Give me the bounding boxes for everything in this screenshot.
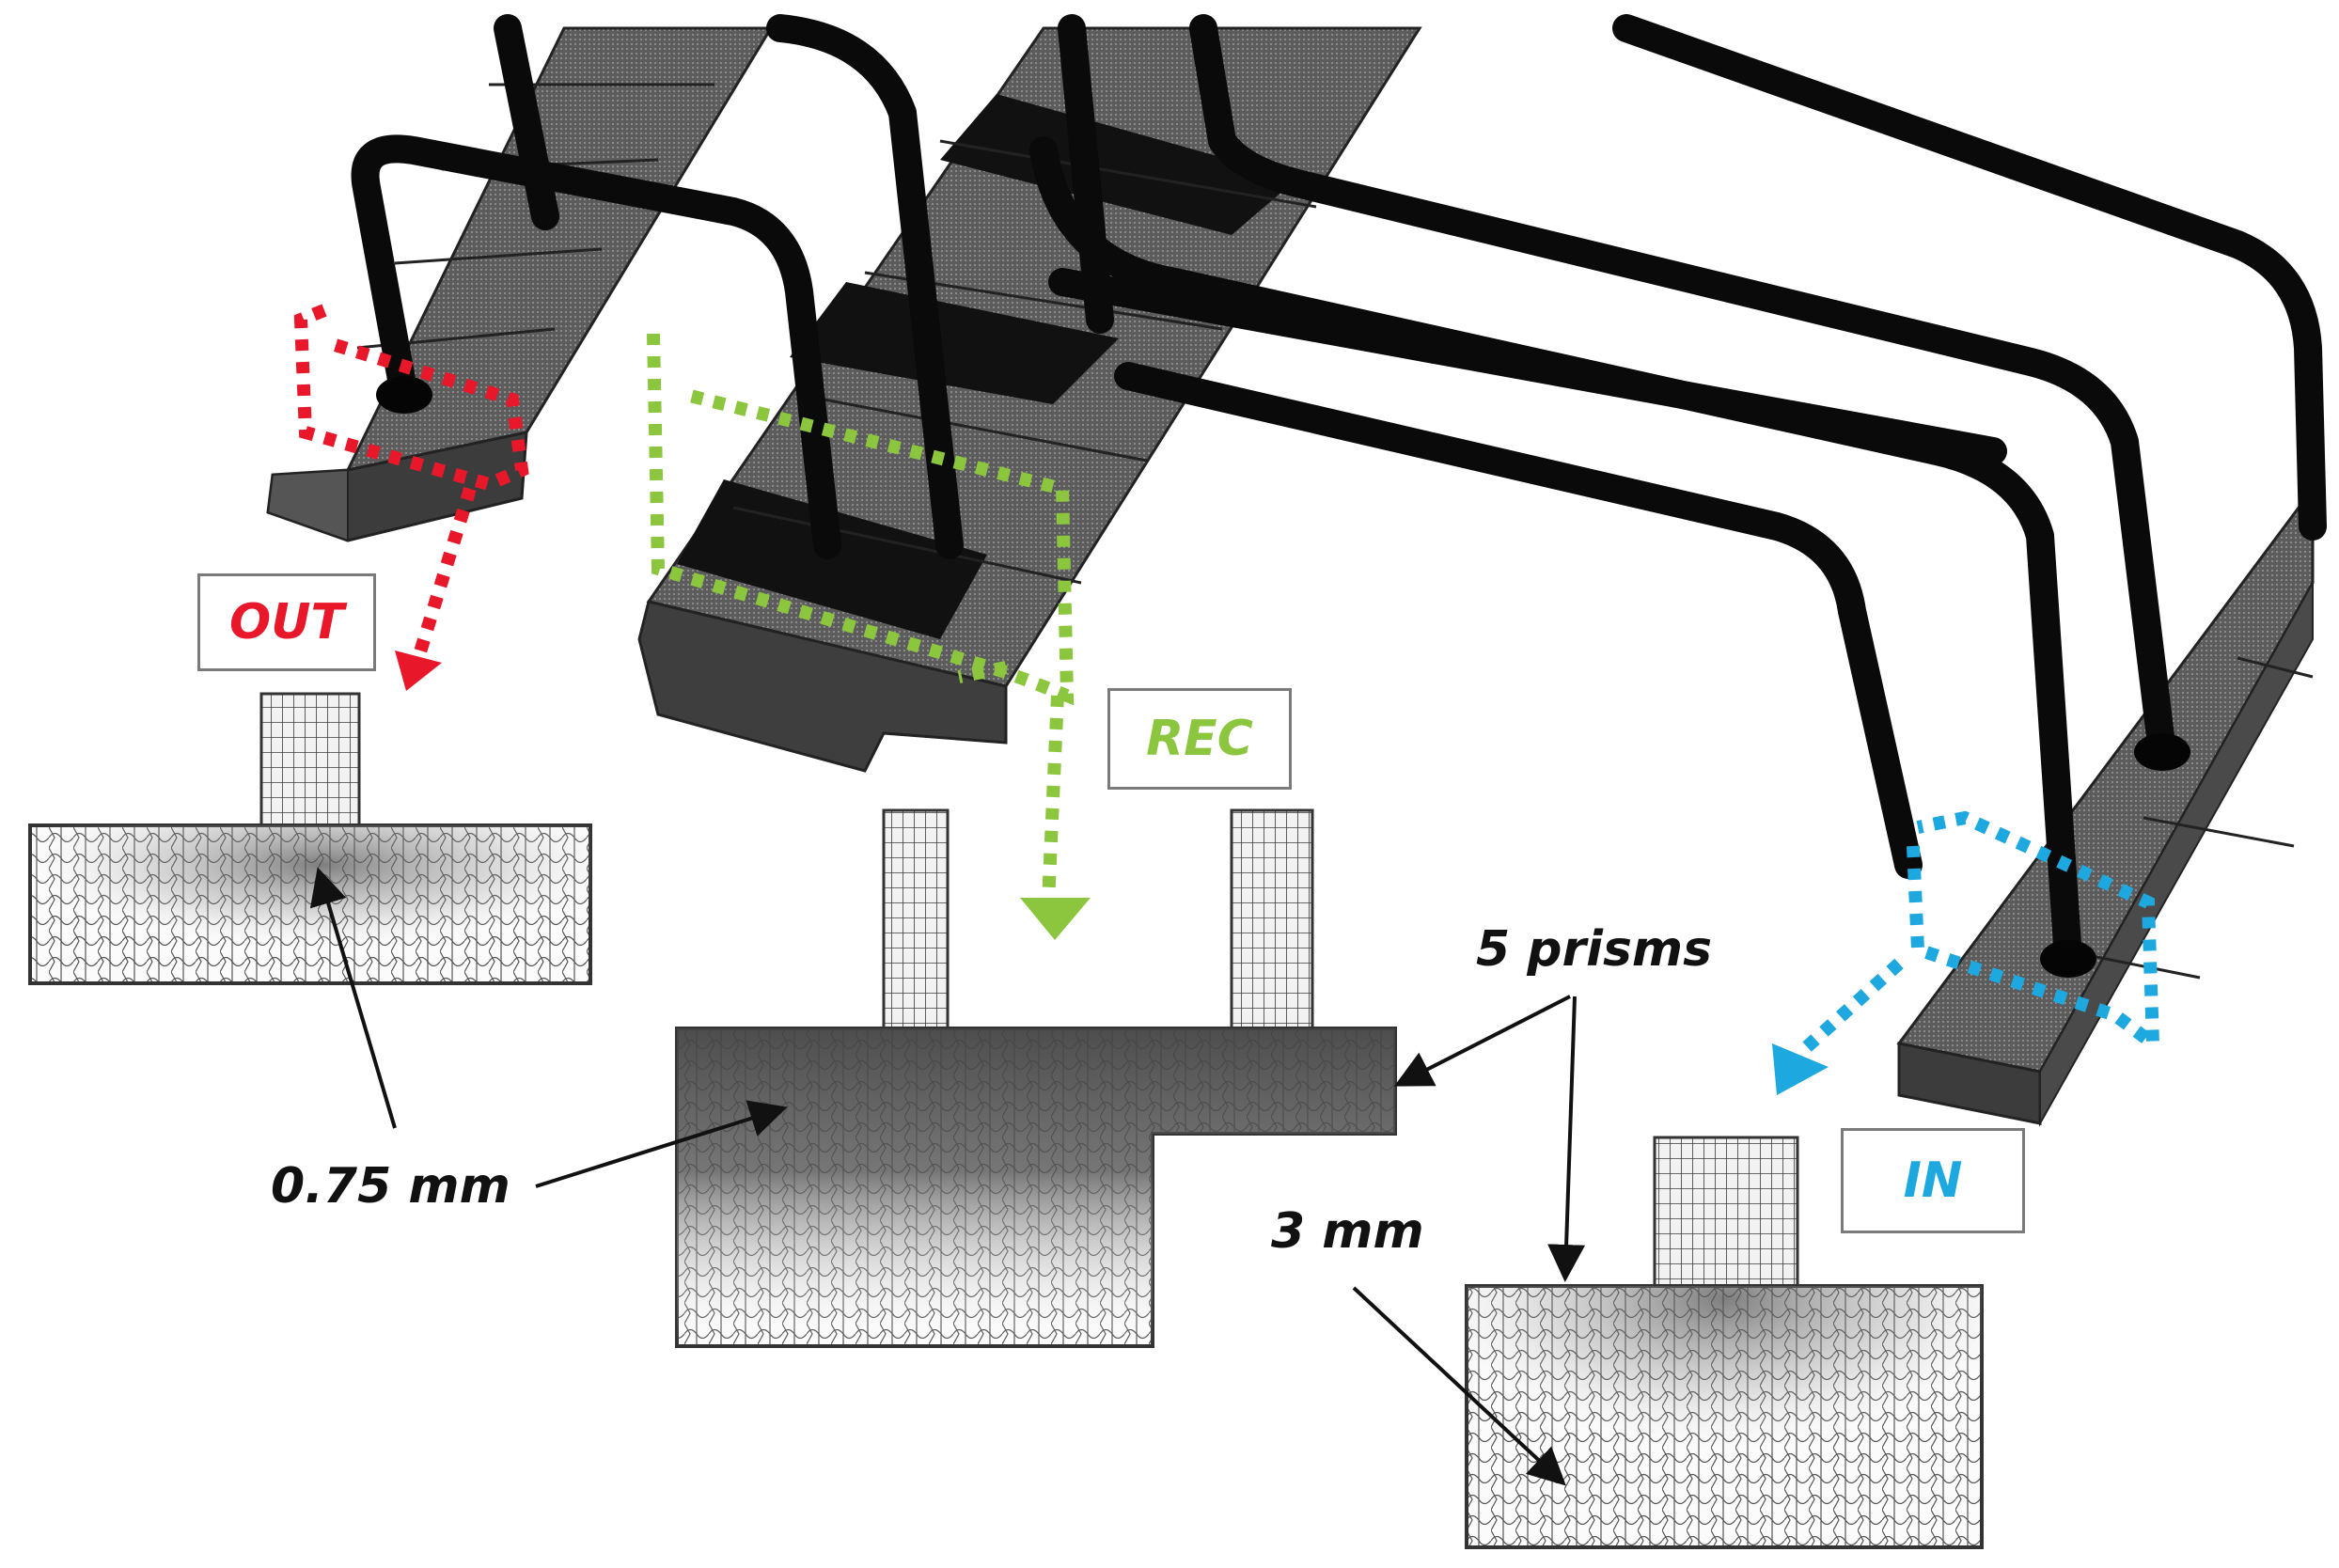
rec-label-text: REC — [1146, 711, 1253, 767]
out-cross-section — [28, 692, 592, 985]
in-slab — [1896, 484, 2315, 1127]
rec-arrowhead — [1020, 898, 1091, 940]
thickness-large-label: 3 mm — [1271, 1203, 1424, 1260]
rec-label: REC — [1107, 688, 1292, 790]
prism-layers-label: 5 prisms — [1476, 921, 1713, 978]
out-label-text: OUT — [229, 594, 344, 651]
pipes — [351, 14, 2327, 973]
annotation-arrows — [309, 867, 1586, 1486]
out-slab — [266, 26, 774, 542]
rec-slab — [637, 26, 1422, 773]
in-arrowhead — [1772, 1043, 1829, 1095]
in-label: IN — [1841, 1128, 2025, 1233]
out-arrowhead — [395, 651, 442, 691]
out-highlight — [293, 304, 529, 661]
in-cross-section — [1465, 1136, 1984, 1549]
thickness-small-label: 0.75 mm — [271, 1158, 510, 1215]
rec-cross-section — [675, 808, 1397, 1348]
pipe-outlets — [376, 376, 2190, 978]
rec-highlight — [647, 333, 1075, 903]
out-label: OUT — [197, 573, 376, 671]
in-label-text: IN — [1903, 1152, 1963, 1209]
in-highlight — [1796, 810, 2160, 1058]
